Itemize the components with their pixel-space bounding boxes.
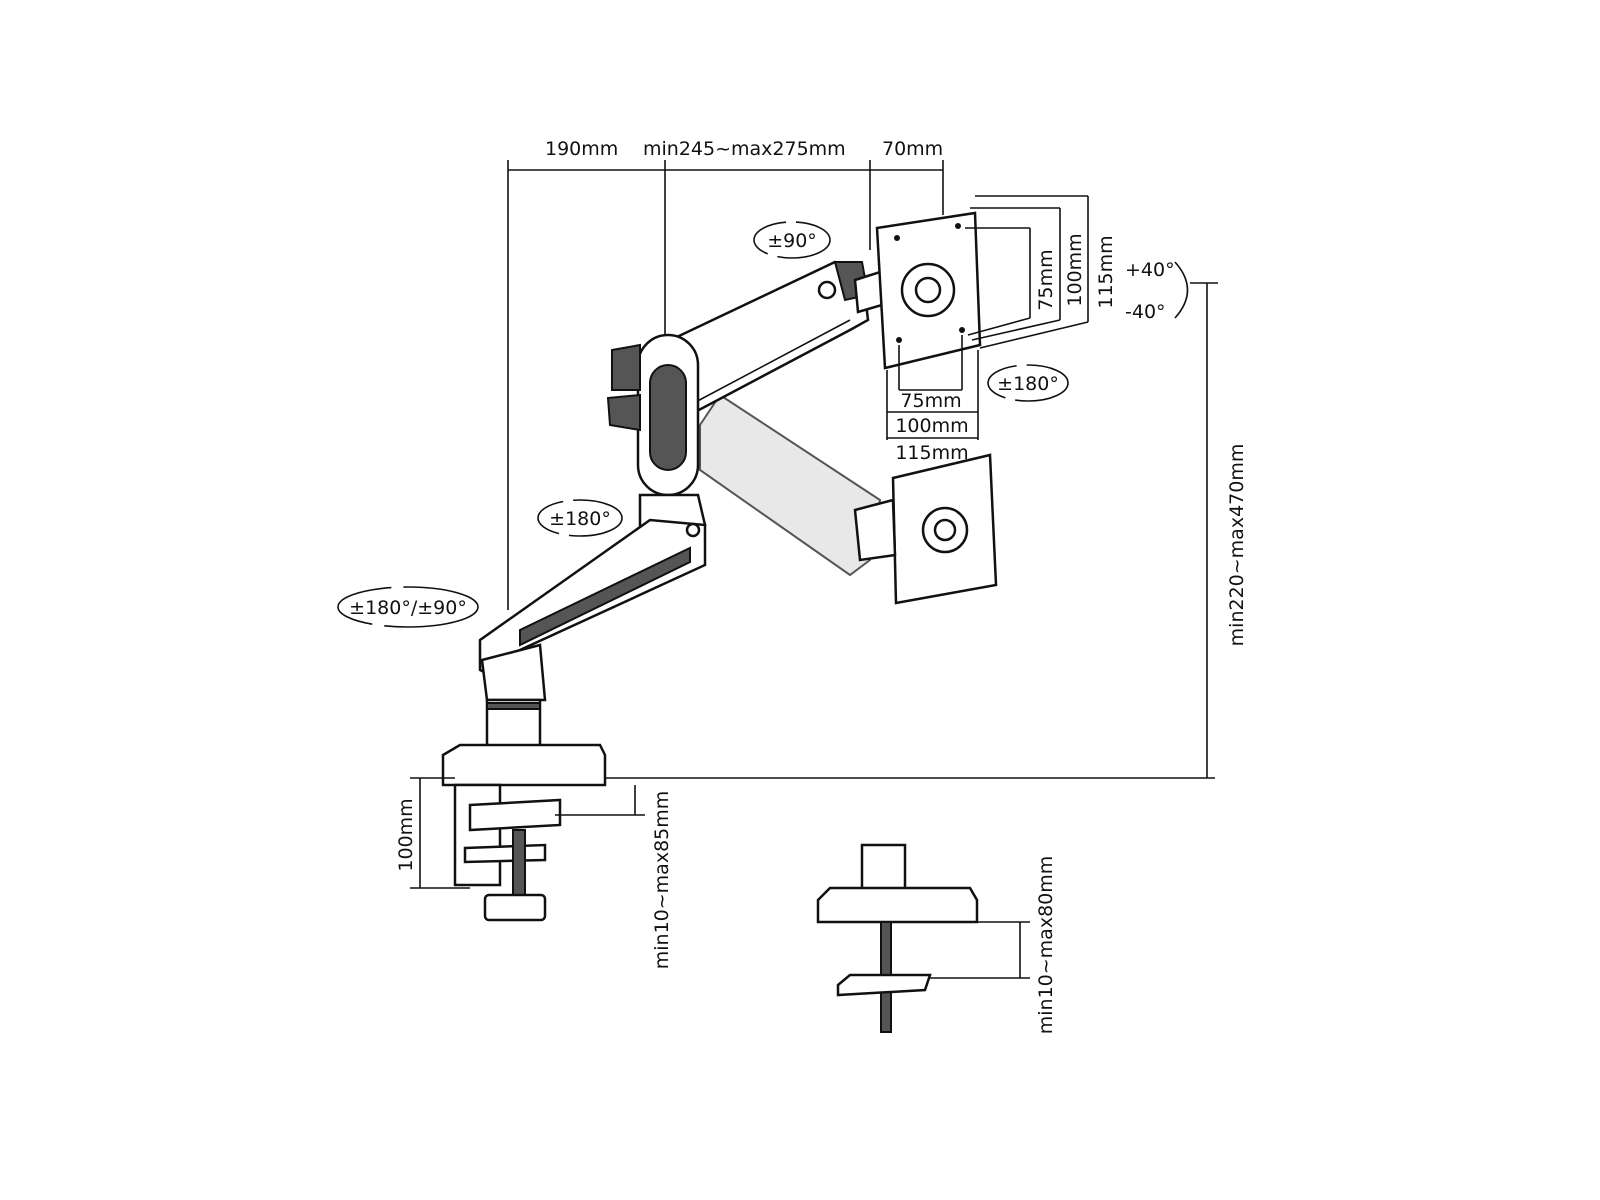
rotation-plate-badge: ±180° [987, 364, 1069, 402]
svg-text:±90°: ±90° [767, 230, 817, 252]
elbow-joint [606, 333, 707, 542]
arm-lowered-position [699, 393, 998, 605]
svg-text:+40°: +40° [1125, 259, 1175, 281]
vesa-vertical-75mm: 75mm [1035, 249, 1057, 310]
top-dimension-lines [507, 160, 944, 610]
lower-arm [478, 518, 707, 682]
vesa-vertical-115mm: 115mm [1095, 235, 1117, 308]
svg-text:±180°: ±180° [997, 373, 1059, 395]
svg-text:±180°/±90°: ±180°/±90° [349, 597, 467, 619]
svg-text:-40°: -40° [1125, 301, 1166, 323]
vesa-horizontal-100mm: 100mm [895, 415, 968, 437]
grommet-mount [816, 843, 1030, 1033]
vesa-plate [875, 195, 1089, 440]
tilt-indicator: +40° -40° [1125, 259, 1189, 323]
desk-clamp [441, 643, 607, 922]
rotation-base-badge: ±180°/±90° [337, 586, 479, 628]
vesa-horizontal-75mm: 75mm [900, 390, 961, 412]
dimension-height-range: min220~max470mm [1226, 444, 1248, 647]
vesa-horizontal-115mm: 115mm [895, 442, 968, 464]
rotation-elbow-badge: ±180° [537, 499, 623, 537]
rotation-swivel-badge: ±90° [753, 221, 831, 259]
dimension-arm-length: min245~max275mm [643, 138, 846, 160]
clamp-dimension-lines [410, 777, 645, 889]
dimension-clamp-100mm: 100mm [395, 798, 417, 871]
dimension-grommet-range: min10~max80mm [1035, 856, 1057, 1035]
svg-text:±180°: ±180° [549, 508, 611, 530]
vesa-vertical-100mm: 100mm [1064, 233, 1086, 306]
dimension-70mm: 70mm [882, 138, 943, 160]
dimension-clamp-range: min10~max85mm [651, 791, 673, 970]
dimension-190mm: 190mm [545, 138, 618, 160]
height-dimension-lines [600, 282, 1218, 779]
